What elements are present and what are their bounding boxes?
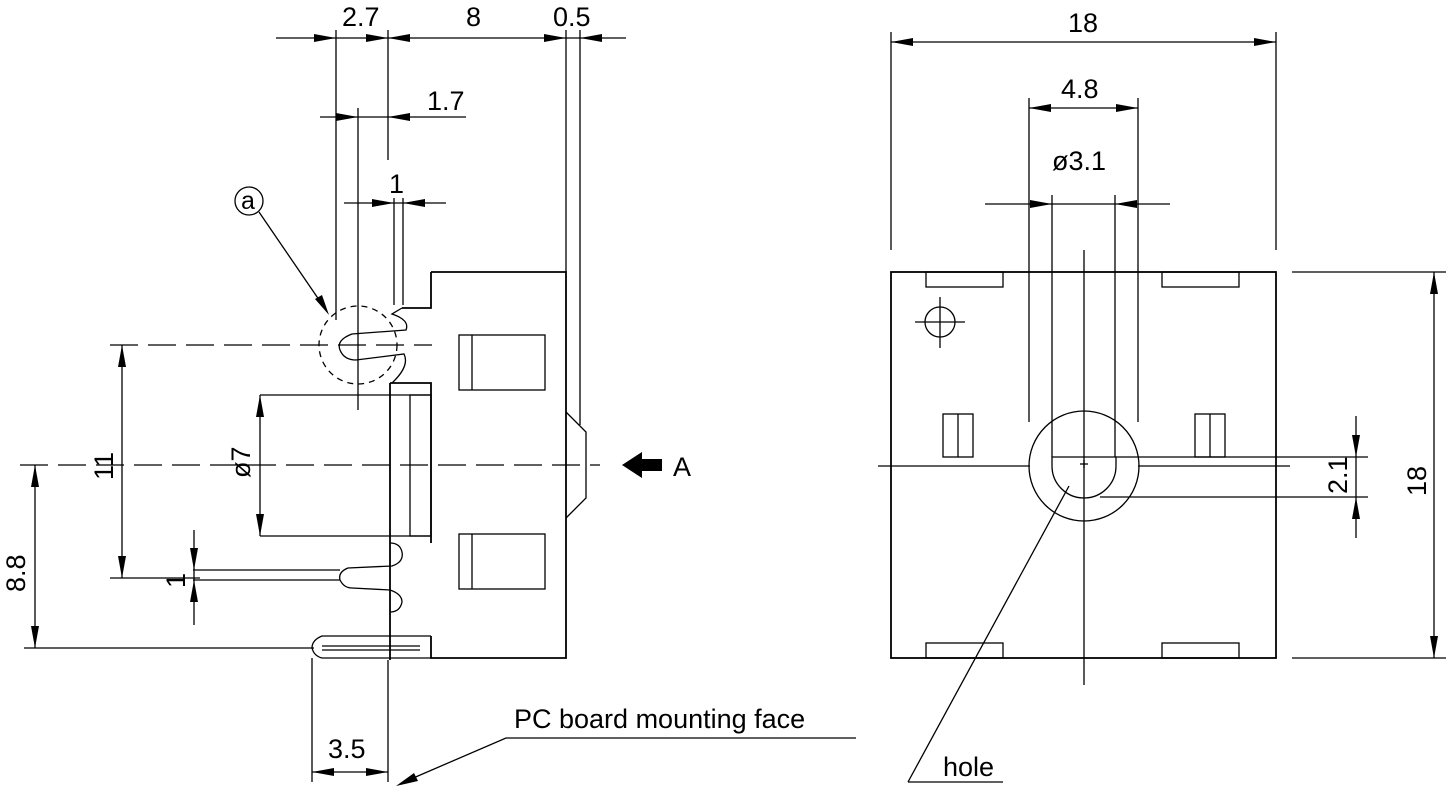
dim-arrow [1030, 200, 1052, 208]
dim-arrow [190, 580, 198, 602]
dim-2-1-label: 2.1 [1323, 456, 1353, 494]
dim-2-7-label: 2.7 [342, 2, 380, 32]
dim-arrow [1029, 104, 1051, 112]
mounting-face-arrow [396, 773, 418, 786]
callout-a-leader [258, 211, 327, 311]
view-arrow-a-label: A [673, 452, 691, 482]
dim-arrow [31, 465, 39, 487]
dim-arrow [256, 395, 264, 417]
dim-arrow [544, 34, 566, 42]
dim-1-left-label: 1 [161, 573, 191, 588]
dim-arrow [118, 345, 126, 367]
callout-a-arrow [315, 295, 329, 315]
dim-arrow [1115, 200, 1137, 208]
dim-1-7-label: 1.7 [427, 86, 465, 116]
dim-phi7-label: ø7 [226, 446, 256, 478]
dim-arrow [366, 768, 388, 776]
dim-8-label: 8 [466, 2, 481, 32]
dim-11-label: 11 [89, 452, 119, 480]
tab-top-left [925, 271, 1004, 288]
dim-arrow [336, 113, 358, 121]
dim-arrow [1430, 272, 1438, 294]
dim-arrow [1254, 38, 1276, 46]
dim-8-8-label: 8.8 [1, 554, 31, 592]
tab-bottom-left [925, 642, 1004, 659]
dim-3-5-label: 3.5 [328, 734, 366, 764]
dim-1-top-label: 1 [389, 169, 404, 199]
hole-leader [907, 485, 1070, 783]
tab-bottom-right [1161, 642, 1240, 659]
window-upper [458, 334, 546, 391]
dim-arrow [190, 548, 198, 570]
dim-18-width-label: 18 [1068, 8, 1098, 38]
tab-top-right [1161, 271, 1240, 288]
window-lower [458, 533, 546, 590]
hole-label: hole [943, 752, 994, 782]
dim-arrow [891, 38, 913, 46]
front-view: 4.8 ø3.1 18 18 2.1 hole [878, 8, 1446, 783]
dim-arrow [388, 34, 410, 42]
dim-18-height-label: 18 [1402, 466, 1432, 496]
callout-a-label: a [241, 187, 255, 215]
dim-arrow [372, 199, 394, 207]
dim-arrow [1352, 435, 1360, 457]
dim-arrow [118, 556, 126, 578]
dim-phi3-1-label: ø3.1 [1052, 146, 1106, 176]
bottom-terminal-inner [322, 645, 420, 651]
middle-terminal-leads [193, 569, 340, 581]
callout-a-circle [234, 186, 264, 216]
dim-arrow [256, 514, 264, 536]
side-view: 2.7 8 0.5 1.7 1 a 11 ø7 8.8 [1, 2, 856, 786]
side-boss [565, 411, 587, 519]
dim-arrow [312, 768, 334, 776]
mounting-face-leader [403, 737, 856, 783]
mounting-face-label: PC board mounting face [514, 704, 805, 734]
view-arrow-a [622, 452, 662, 478]
middle-terminal [339, 542, 403, 613]
bottom-terminal [311, 635, 431, 659]
dim-0-5-label: 0.5 [553, 2, 591, 32]
dim-arrow [403, 199, 425, 207]
shaft-d-cut [1051, 456, 1117, 499]
dim-arrow [1430, 636, 1438, 658]
dim-arrow [580, 34, 602, 42]
dim-arrow [1352, 497, 1360, 519]
dim-arrow [388, 113, 410, 121]
dim-arrow [31, 626, 39, 648]
dim-arrow [314, 34, 336, 42]
dim-arrow [1116, 104, 1138, 112]
upper-terminal [338, 307, 408, 384]
dim-4-8-label: 4.8 [1061, 74, 1099, 104]
dim-arrow [366, 34, 388, 42]
